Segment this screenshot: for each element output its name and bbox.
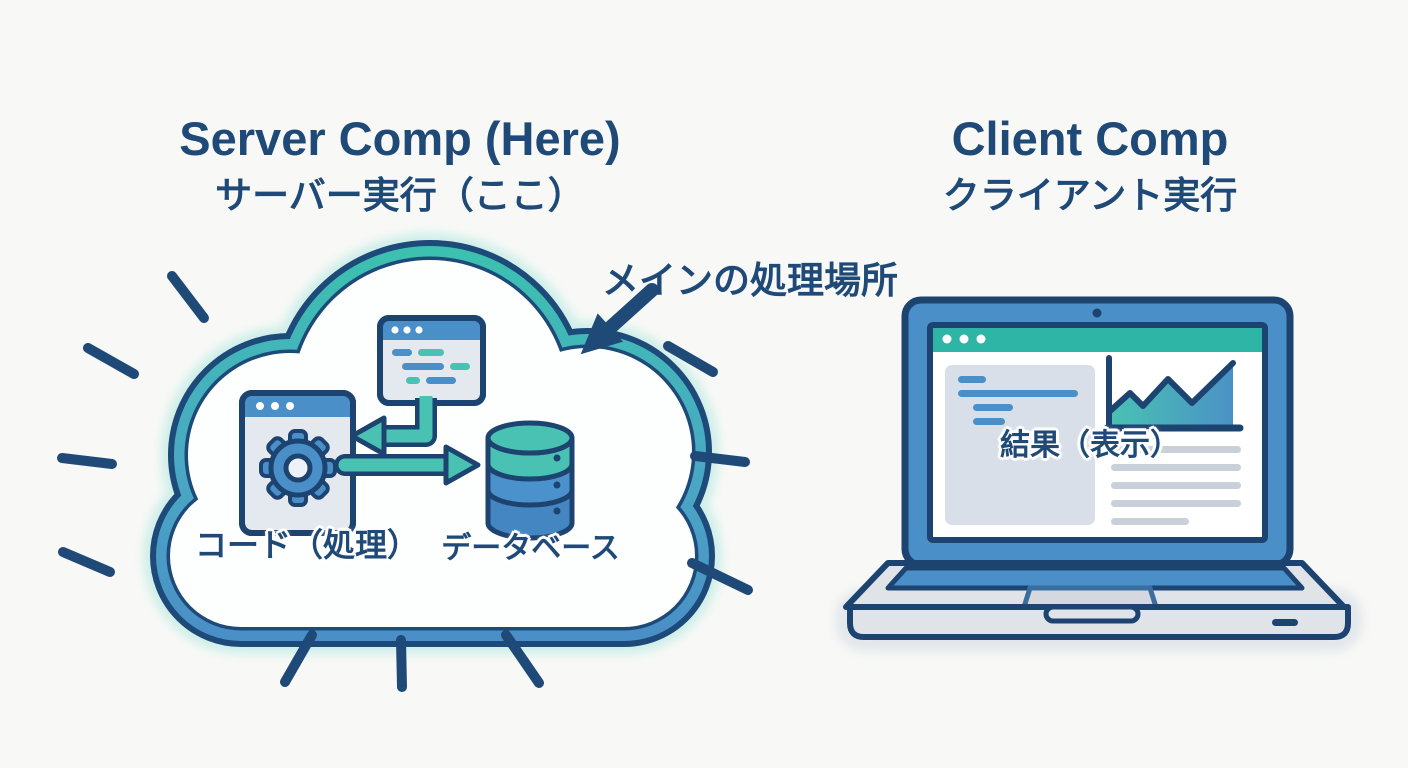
client-subtitle: クライアント実行	[942, 175, 1238, 216]
annotation-arrow-icon	[580, 283, 659, 355]
code-label: コード（処理）	[195, 527, 420, 563]
gear-icon	[259, 429, 337, 507]
code-lines	[392, 349, 470, 384]
server-subtitle: サーバー実行（ここ）	[215, 175, 585, 216]
keyboard-area	[885, 565, 1305, 591]
annotation-label: メインの処理場所	[602, 260, 898, 301]
laptop-base	[843, 560, 1351, 640]
base-notch	[1043, 604, 1141, 624]
text-panel	[945, 365, 1095, 525]
emphasis-rays	[57, 271, 753, 692]
browser-window-icon	[927, 322, 1268, 543]
client-title: Client Comp	[951, 112, 1229, 165]
database-label: データベース	[441, 532, 620, 565]
cloud-icon	[57, 240, 753, 692]
arrow-code-to-gear	[349, 396, 437, 457]
body-text-lines	[1111, 446, 1241, 525]
database-icon	[485, 420, 575, 541]
arrow-gear-to-database	[334, 444, 481, 486]
laptop-icon	[835, 296, 1363, 652]
webcam-icon	[1092, 308, 1102, 318]
result-label: 結果（表示）	[1000, 429, 1180, 462]
server-title: Server Comp (Here)	[179, 112, 621, 165]
line-chart-icon	[1103, 355, 1244, 432]
code-window-icon	[377, 315, 486, 406]
base-port	[1272, 619, 1298, 626]
